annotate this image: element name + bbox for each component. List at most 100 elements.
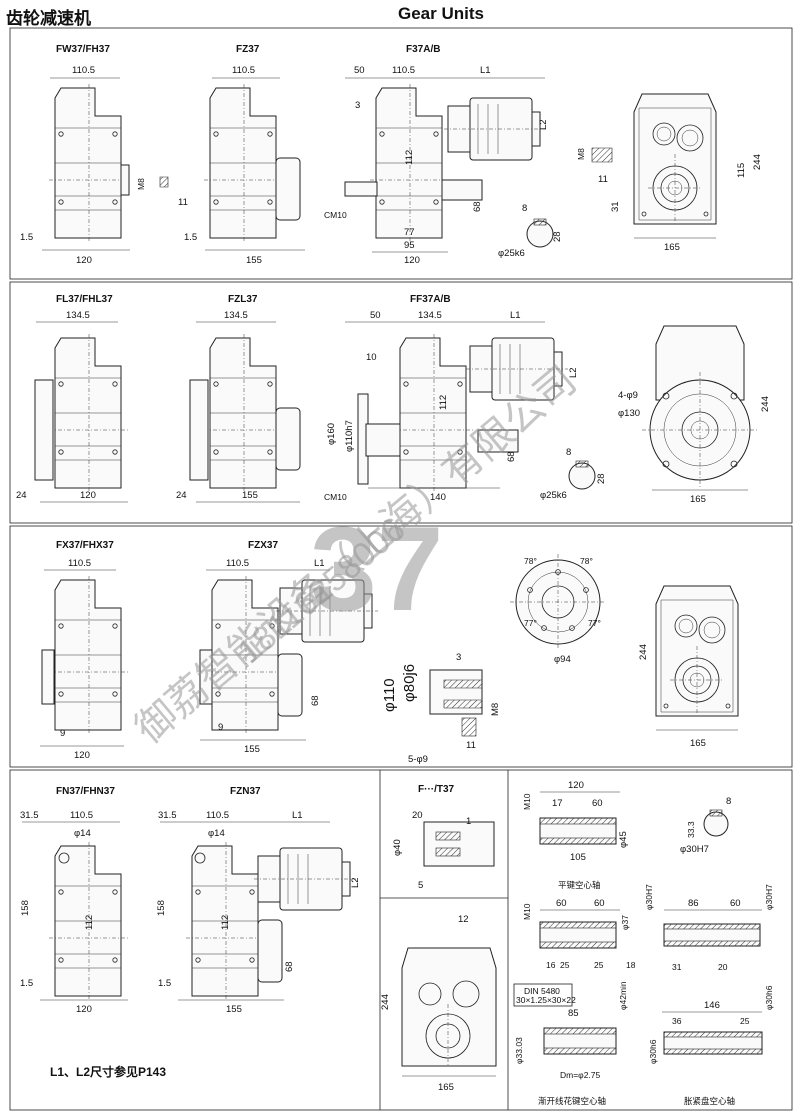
key2-dim-8: 8 bbox=[566, 447, 571, 458]
ft37-dim-1: 1 bbox=[466, 816, 471, 827]
end4-dim-165: 165 bbox=[438, 1082, 454, 1093]
f37-dim-120: 120 bbox=[404, 255, 420, 266]
ff37-dim-cm10: CM10 bbox=[324, 492, 347, 502]
bolt-dim-phi94: φ94 bbox=[554, 654, 571, 665]
f37-dim-50: 50 bbox=[354, 65, 365, 76]
fl37-title: FL37/FHL37 bbox=[56, 294, 113, 305]
panel-frames bbox=[9, 27, 793, 1111]
fzx37-title: FZX37 bbox=[248, 540, 278, 551]
detail-bolt-circle-row3: 78° 78° 77° 77° φ94 bbox=[510, 554, 606, 665]
shaft-c-dim-86: 86 bbox=[688, 898, 699, 909]
shaft-a-dim-m10: M10 bbox=[522, 793, 532, 810]
key2-dim-phi: φ25k6 bbox=[540, 490, 567, 501]
shaft-e-dim-phi30a: φ30h6 bbox=[764, 985, 774, 1010]
ff37-dim-68: 68 bbox=[506, 451, 517, 462]
f37-dim-width: 110.5 bbox=[392, 65, 415, 76]
drawing-fl37: FL37/FHL37 134.5 24 120 bbox=[16, 294, 130, 503]
end1-dim-31: 31 bbox=[610, 201, 621, 212]
end2-dim-holes: 4-φ9 bbox=[618, 390, 638, 401]
fx37-dim-length: 120 bbox=[74, 750, 90, 761]
shaft-spline-hollow: DIN 5480 30×1.25×30×22 85 φ42min φ33.03 … bbox=[513, 981, 628, 1106]
ft37-title: F···/T37 bbox=[418, 784, 455, 795]
drawing-fx37: FX37/FHX37 110.5 9 120 bbox=[40, 540, 130, 761]
key2-dim-28: 28 bbox=[596, 473, 607, 484]
shaft-e-dim-36: 36 bbox=[672, 1016, 682, 1026]
ff37-dim-l1: L1 bbox=[510, 310, 521, 321]
fn37-dim-158: 158 bbox=[20, 900, 31, 916]
shaft-a-caption: 平键空心轴 bbox=[558, 880, 601, 890]
fzn37-dim-31-5: 31.5 bbox=[158, 810, 177, 821]
fx37-dim-9: 9 bbox=[60, 728, 65, 739]
shaft-a-dim-17: 17 bbox=[552, 798, 563, 809]
detail-key-row1: 8 28 φ25k6 bbox=[498, 203, 563, 259]
end1-dim-165: 165 bbox=[664, 242, 680, 253]
shaft-stepped-hollow: φ30H7 86 60 φ30H7 31 20 bbox=[644, 884, 774, 972]
fw37-dim-1-5: 1.5 bbox=[20, 232, 33, 243]
end2-dim-phi130: φ130 bbox=[618, 408, 640, 419]
shaft-shrink-disk: 146 36 25 φ30h6 φ30h6 胀紧盘空心轴 bbox=[648, 985, 774, 1106]
fzl37-dim-length: 155 bbox=[242, 490, 258, 501]
drawing-endview-row3: 244 165 bbox=[638, 585, 739, 749]
shaft-d-dim-phi33: φ33.03 bbox=[514, 1037, 524, 1064]
flange-dim-11: 11 bbox=[466, 740, 476, 751]
fw37-dim-length: 120 bbox=[76, 255, 92, 266]
shaft-c-dim-phi30: φ30H7 bbox=[764, 884, 774, 910]
ff37-dim-phi160: φ160 bbox=[326, 423, 337, 445]
f37-dim-l1: L1 bbox=[480, 65, 491, 76]
fn37-dim-length: 120 bbox=[76, 1004, 92, 1015]
drawing-f37ab: F37A/B 50 110.5 L1 3 L2 112 68 CM10 77 9… bbox=[324, 44, 549, 266]
fw37-dim-11: 11 bbox=[178, 197, 188, 208]
shaft-a-dim-120: 120 bbox=[568, 780, 584, 791]
fzn37-dim-width: 110.5 bbox=[206, 810, 229, 821]
fz37-dim-length: 155 bbox=[246, 255, 262, 266]
fzn37-dim-l2: L2 bbox=[350, 877, 361, 888]
fz37-dim-width: 110.5 bbox=[232, 65, 255, 76]
shaft-c-dim-60: 60 bbox=[730, 898, 741, 909]
fw37-dim-width: 110.5 bbox=[72, 65, 95, 76]
fn37-dim-31-5: 31.5 bbox=[20, 810, 39, 821]
drawing-ft37: F···/T37 20 1 φ40 5 bbox=[392, 784, 495, 891]
shaft-a-dim-phi30: φ30H7 bbox=[680, 844, 709, 855]
watermark-model: 37 bbox=[310, 502, 443, 636]
flange-dim-m8: M8 bbox=[490, 703, 501, 716]
ff37-title: FF37A/B bbox=[410, 294, 451, 305]
end4-dim-12: 12 bbox=[458, 914, 469, 925]
f37-dim-95: 95 bbox=[404, 240, 415, 251]
shaft-d-dim-dm: Dm=φ2.75 bbox=[560, 1070, 601, 1080]
shaft-b-dim-phi30: φ30H7 bbox=[644, 884, 654, 910]
detail-flange-row3: φ110 φ80j6 3 M8 11 5-φ9 bbox=[381, 652, 501, 765]
shaft-a-key-8: 8 bbox=[726, 796, 731, 807]
bolt-angle-1: 78° bbox=[524, 556, 537, 566]
flange-dim-phi110: φ110 bbox=[381, 678, 398, 712]
fzn37-dim-112: 112 bbox=[220, 915, 231, 930]
fzn37-title: FZN37 bbox=[230, 786, 261, 797]
shaft-e-dim-146: 146 bbox=[704, 1000, 720, 1011]
f37-dim-68: 68 bbox=[472, 201, 483, 212]
title-english: Gear Units bbox=[398, 4, 484, 23]
fzx37-dim-68: 68 bbox=[310, 695, 321, 706]
shaft-internal-thread: M10 60 60 φ37 16 25 25 18 bbox=[522, 898, 636, 970]
fx37-title: FX37/FHX37 bbox=[56, 540, 114, 551]
fzx37-dim-width: 110.5 bbox=[226, 558, 249, 569]
shaft-a-dim-33-3: 33.3 bbox=[686, 821, 696, 838]
shaft-b-dim-16: 16 bbox=[546, 960, 556, 970]
drawing-fzl37: FZL37 134.5 24 155 bbox=[176, 294, 301, 503]
fzl37-dim-24: 24 bbox=[176, 490, 187, 501]
shaft-d-caption: 渐开线花键空心轴 bbox=[538, 1096, 606, 1106]
ft37-dim-20: 20 bbox=[412, 810, 423, 821]
fw37-title: FW37/FH37 bbox=[56, 44, 110, 55]
shaft-b-dim-60b: 60 bbox=[594, 898, 605, 909]
shaft-b-dim-25b: 25 bbox=[594, 960, 604, 970]
drawing-endview-row1: 244 115 31 165 bbox=[610, 93, 763, 253]
drawing-endview-row4: 12 244 165 bbox=[380, 914, 497, 1093]
m8-detail-11: 11 bbox=[598, 174, 608, 185]
f37-dim-3: 3 bbox=[355, 100, 360, 111]
end1-dim-115: 115 bbox=[736, 163, 747, 178]
detail-key-row2: 8 28 φ25k6 bbox=[540, 447, 607, 501]
ff37-dim-10: 10 bbox=[366, 352, 377, 363]
shaft-b-dim-18: 18 bbox=[626, 960, 636, 970]
fzl37-title: FZL37 bbox=[228, 294, 258, 305]
bolt-angle-3: 77° bbox=[524, 618, 537, 628]
fz37-dim-1-5: 1.5 bbox=[184, 232, 197, 243]
